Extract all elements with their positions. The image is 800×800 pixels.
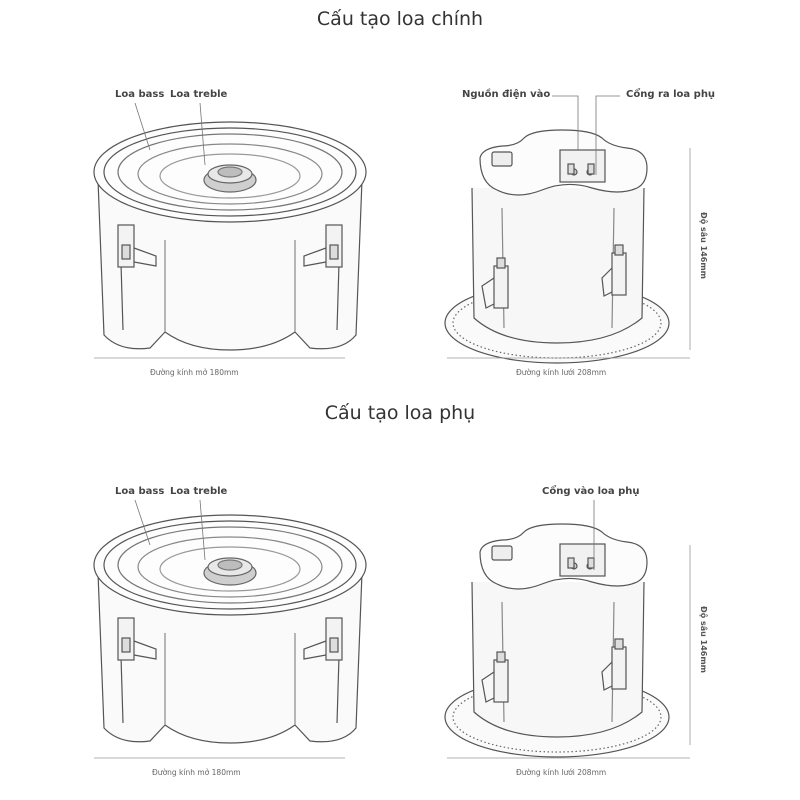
dimension-grille-main: Đường kính lưới 208mm — [516, 368, 607, 377]
label-treble-main: Loa treble — [170, 89, 228, 100]
depth-label-sub: Độ sâu 146mm — [699, 606, 708, 673]
label-port-out: Cổng ra loa phụ — [626, 89, 716, 100]
depth-label-main: Độ sâu 146mm — [699, 212, 708, 279]
label-power-input: Nguồn điện vào — [462, 89, 551, 100]
section-title-sub: Cấu tạo loa phụ — [324, 402, 476, 424]
dimension-opening-main: Đường kính mở 180mm — [150, 368, 239, 377]
section-title-main: Cấu tạo loa chính — [316, 8, 484, 30]
label-bass-main: Loa bass — [115, 89, 165, 100]
label-bass-sub: Loa bass — [115, 486, 165, 497]
dimension-grille-sub: Đường kính lưới 208mm — [516, 768, 607, 777]
label-treble-sub: Loa treble — [170, 486, 228, 497]
label-port-in: Cổng vào loa phụ — [542, 486, 640, 497]
dimension-opening-sub: Đường kính mở 180mm — [152, 768, 241, 777]
